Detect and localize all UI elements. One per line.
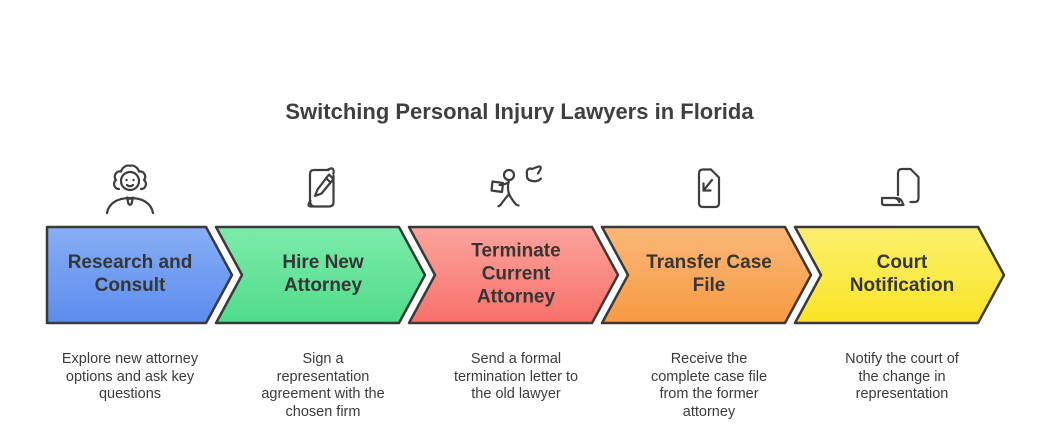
- attorney-person-icon: [105, 164, 155, 215]
- step-description-terminate-current-attorney: Send a formal termination letter to the …: [453, 351, 579, 402]
- step-description-court-notification: Notify the court of the change in repres…: [845, 351, 959, 402]
- page-title: Switching Personal Injury Lawyers in Flo…: [285, 99, 754, 124]
- person-leaving-icon: [490, 165, 543, 208]
- step-arrow-terminate-current-attorney: [407, 225, 620, 325]
- step-description-research-consult: Explore new attorney options and ask key…: [61, 351, 199, 402]
- step-label-research-consult: Research and Consult: [67, 252, 193, 296]
- step-label-transfer-case-file: Transfer Case File: [646, 252, 772, 296]
- step-label-court-notification: Court Notification: [849, 252, 955, 296]
- document-hand-icon: [880, 167, 920, 207]
- step-arrow-research-consult: [45, 225, 234, 325]
- step-arrow-transfer-case-file: [600, 225, 813, 325]
- step-arrow-hire-new-attorney: [214, 225, 427, 325]
- step-arrow-court-notification: [793, 225, 1006, 325]
- file-receive-icon: [697, 168, 721, 209]
- step-description-hire-new-attorney: Sign a representation agreement with the…: [261, 351, 385, 420]
- step-label-hire-new-attorney: Hire New Attorney: [282, 252, 364, 296]
- step-label-terminate-current-attorney: Terminate Current Attorney: [471, 240, 561, 308]
- step-description-transfer-case-file: Receive the complete case file from the …: [650, 351, 768, 420]
- document-pen-icon: [307, 167, 335, 208]
